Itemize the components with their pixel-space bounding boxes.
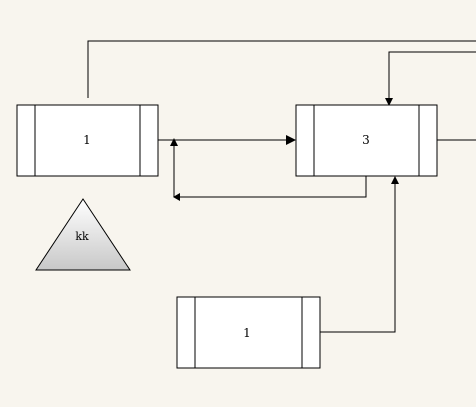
connector-into-center-top[interactable]: [388, 51, 476, 102]
connector-top-feedback[interactable]: [87, 40, 476, 98]
arrowhead-left-loop: [173, 193, 180, 201]
arrowhead-up-loop: [170, 138, 178, 146]
arrowhead-down-into-center: [385, 98, 393, 106]
arrowhead-up-into-center: [391, 176, 399, 184]
node-left-label: 1: [83, 133, 91, 147]
connectors: [87, 40, 476, 333]
node-center-label: 3: [362, 133, 370, 147]
connector-bottom-to-center[interactable]: [320, 180, 396, 333]
node-bottom-label: 1: [243, 326, 251, 340]
node-center-box[interactable]: 3: [295, 104, 438, 177]
arrowhead-right-into-center: [286, 135, 296, 145]
arrowheads: [170, 98, 399, 201]
node-bottom-box[interactable]: 1: [176, 296, 321, 369]
triangle-marker[interactable]: kk: [35, 198, 131, 271]
node-left-box[interactable]: 1: [16, 104, 159, 177]
connector-return-loop[interactable]: [177, 176, 367, 198]
triangle-label: kk: [75, 230, 89, 243]
